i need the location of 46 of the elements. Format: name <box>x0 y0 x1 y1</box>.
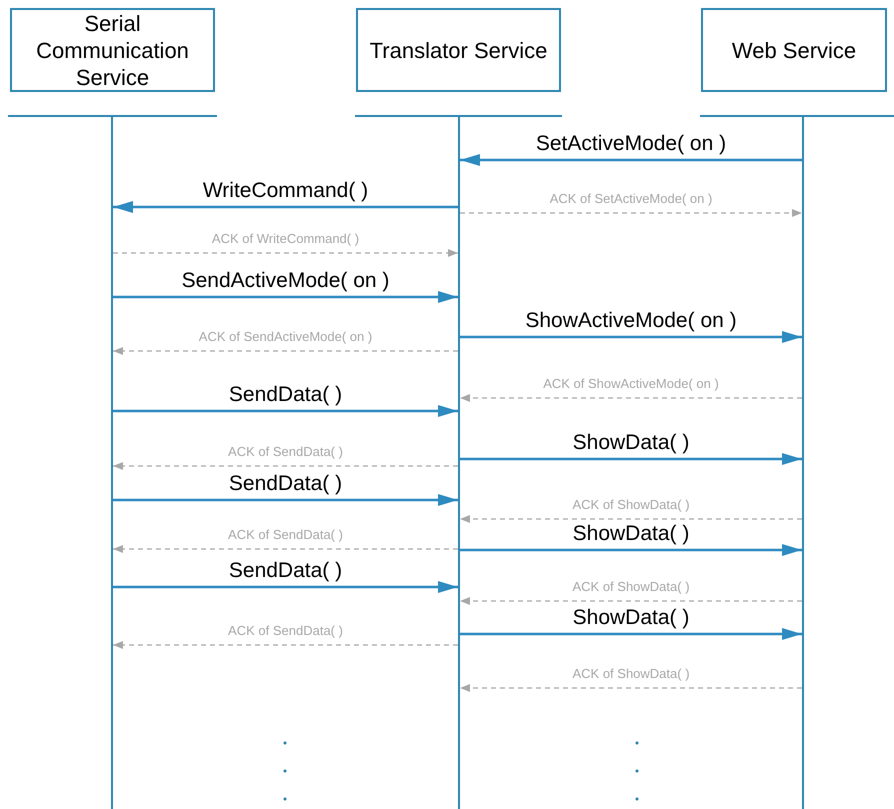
message-arrow <box>460 515 802 523</box>
lifeline <box>458 116 460 809</box>
message-arrow <box>460 453 802 465</box>
message-arrow <box>460 544 802 556</box>
message-label: ACK of SendData( ) <box>228 528 343 541</box>
message-arrow <box>460 597 802 605</box>
message-label: ACK of ShowData( ) <box>572 498 690 511</box>
participant-box: Serial Communication Service <box>10 8 215 92</box>
message-arrow <box>113 494 458 506</box>
message-arrow <box>113 545 458 553</box>
message-arrow <box>113 581 458 593</box>
message-arrow <box>113 641 458 649</box>
message-label: ACK of ShowData( ) <box>572 580 690 593</box>
message-label: ShowData( ) <box>572 432 690 453</box>
message-label: ShowActiveMode( on ) <box>525 310 737 331</box>
message-label: ACK of SendData( ) <box>228 624 343 637</box>
message-label: SendData( ) <box>228 473 342 494</box>
message-label: ACK of SendActiveMode( on ) <box>198 330 372 343</box>
message-label: ACK of SendData( ) <box>228 445 343 458</box>
message-label: SetActiveMode( on ) <box>536 133 726 154</box>
message-label: WriteCommand( ) <box>202 180 368 201</box>
message-arrow <box>113 347 458 355</box>
participant-box: Web Service <box>701 8 887 92</box>
message-label: ACK of SetActiveMode( on ) <box>550 192 712 205</box>
message-label: SendData( ) <box>228 560 342 581</box>
message-arrow <box>113 291 458 303</box>
message-arrow <box>460 154 802 166</box>
message-arrow <box>460 684 802 692</box>
participant-box: Translator Service <box>356 8 561 92</box>
lifeline <box>111 116 113 809</box>
message-arrow <box>113 405 458 417</box>
lifeline <box>802 116 804 809</box>
message-label: SendActiveMode( on ) <box>182 270 390 291</box>
message-label: ShowData( ) <box>572 523 690 544</box>
message-arrow <box>113 462 458 470</box>
message-arrow <box>460 394 802 402</box>
message-arrow <box>460 628 802 640</box>
message-label: SendData( ) <box>228 384 342 405</box>
message-label: ACK of ShowActiveMode( on ) <box>543 377 719 390</box>
message-label: ShowData( ) <box>572 607 690 628</box>
message-arrow <box>460 209 802 217</box>
message-label: ACK of ShowData( ) <box>572 667 690 680</box>
message-label: ACK of WriteCommand( ) <box>212 232 360 245</box>
message-arrow <box>460 331 802 343</box>
message-arrow <box>113 249 458 257</box>
message-arrow <box>113 201 458 213</box>
